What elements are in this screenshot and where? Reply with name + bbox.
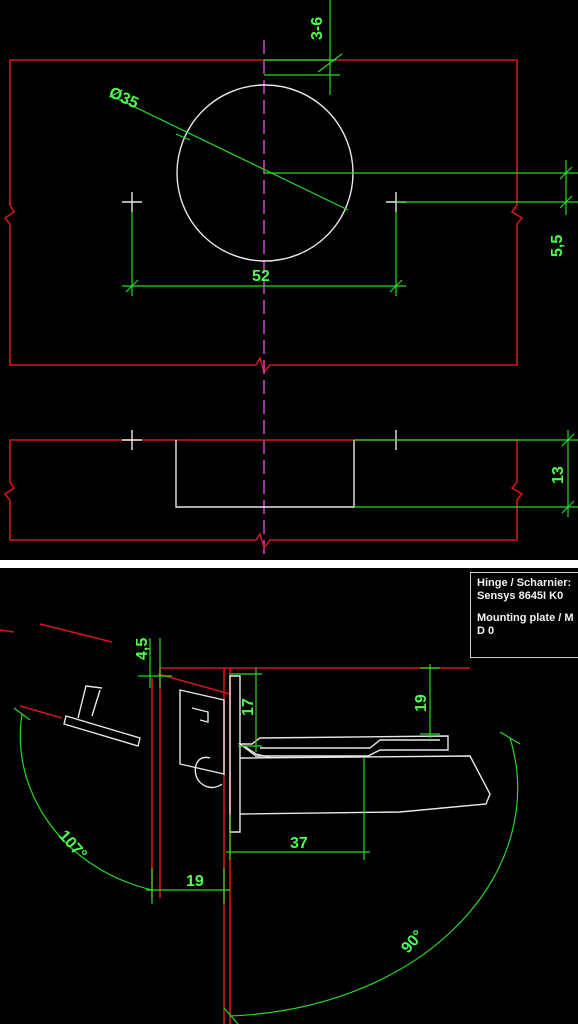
reference-lines [0, 623, 470, 1024]
dim-angle-side-arc [223, 731, 521, 1024]
dim-spacing-lines [264, 0, 343, 95]
screw-mark-section-left [122, 430, 142, 450]
drilling-plan-panel: 3-6 Ø35 52 5,5 13 [0, 0, 578, 560]
dim-angle-open-label: 107° [55, 827, 90, 863]
dim-overlay-label: 4,5 [134, 638, 151, 660]
dim-height-lines [230, 668, 262, 752]
opened-door-outline [63, 685, 141, 747]
dim-offset-lines [264, 160, 578, 215]
mounting-plate [179, 675, 241, 833]
mounting-plate-model: D 0 [477, 625, 495, 637]
dim-height-label: 17 [240, 698, 257, 716]
hinge-section-panel: 4,5 17 19 37 19 107° 90° Hinge / Scharni… [0, 568, 578, 1024]
hinge-arm [237, 735, 491, 815]
dim-offset-label: 5,5 [549, 235, 566, 257]
dim-depth-label: 13 [550, 466, 567, 484]
dim-cup-depth-label: 19 [413, 694, 430, 712]
dim-diameter-label: Ø35 [106, 84, 141, 112]
dim-arm-length-lines [226, 758, 370, 860]
dim-hole-distance-label: 52 [252, 268, 270, 285]
drilling-plan-drawing: 3-6 Ø35 52 5,5 13 [3, 0, 578, 560]
hinge-label: Hinge / Scharnier: [477, 577, 572, 589]
mounting-plate-label: Mounting plate / M [477, 612, 574, 624]
cup-pocket-section [175, 440, 355, 508]
screw-mark-left [122, 192, 142, 212]
dim-hole-distance-lines [122, 212, 406, 296]
door-outline-section [3, 439, 524, 550]
dim-cup-depth-lines [420, 664, 440, 738]
dim-overlay-lines [138, 638, 172, 688]
dim-door-thickness-lines [146, 868, 230, 904]
hinge-model: Sensys 8645I K0 [477, 590, 564, 602]
dim-door-thickness-label: 19 [186, 873, 204, 890]
hinge-info-box: Hinge / Scharnier: Sensys 8645I K0 Mount… [470, 572, 578, 658]
dim-arm-length-label: 37 [290, 835, 308, 852]
dim-angle-side-label: 90° [398, 927, 427, 956]
dim-angle-open-arc [13, 707, 153, 891]
dim-diameter-leader [109, 94, 349, 211]
dim-spacing-label: 3-6 [309, 17, 326, 40]
dim-depth-lines [354, 430, 578, 517]
hinge-section-drawing: 4,5 17 19 37 19 107° 90° [0, 623, 521, 1024]
